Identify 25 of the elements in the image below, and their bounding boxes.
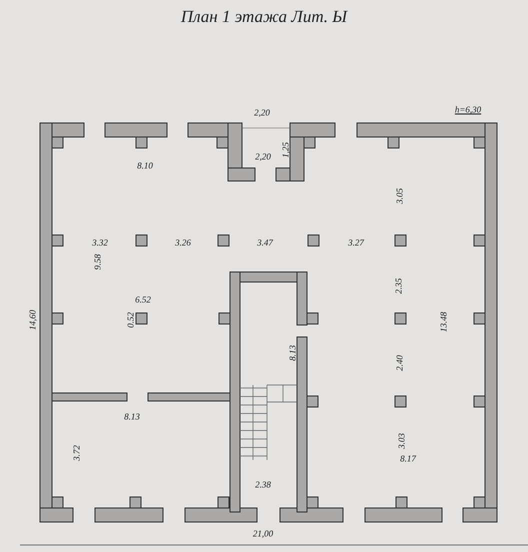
plan-title: План 1 этажа Лит. Ы	[180, 8, 349, 25]
dimension-label: 3.72	[72, 445, 82, 461]
dimension-label: 3.03	[398, 433, 406, 449]
dimension-label: 3.27	[348, 238, 364, 248]
dimension-label: 21,00	[252, 530, 274, 538]
dimension-label: 3.32	[92, 238, 108, 248]
dimension-label: 13.48	[440, 312, 448, 332]
dimension-label: 1,25	[282, 142, 290, 158]
dimension-label: 2.38	[255, 480, 271, 490]
dimension-label: 14,60	[28, 310, 38, 330]
dimension-label: 9.58	[94, 254, 102, 270]
dimension-label: 3.26	[175, 238, 191, 248]
height-label: h=6,30	[454, 106, 482, 114]
dimension-label: 8.13	[288, 345, 298, 361]
dimension-label: 8.13	[124, 412, 140, 422]
dimension-label: 8.17	[400, 454, 416, 464]
dimension-label: 8.10	[137, 162, 153, 170]
dimension-label: 2.35	[394, 278, 404, 294]
dimension-label: 2,20	[255, 152, 271, 162]
dimension-label: 6.52	[135, 296, 151, 304]
dimension-label: 0.52	[126, 312, 136, 328]
dimension-label: 2,20	[254, 108, 270, 118]
dimension-label: 3.47	[257, 238, 273, 248]
dimension-label: 2.40	[396, 355, 404, 371]
dimension-label: 3.05	[396, 188, 404, 204]
